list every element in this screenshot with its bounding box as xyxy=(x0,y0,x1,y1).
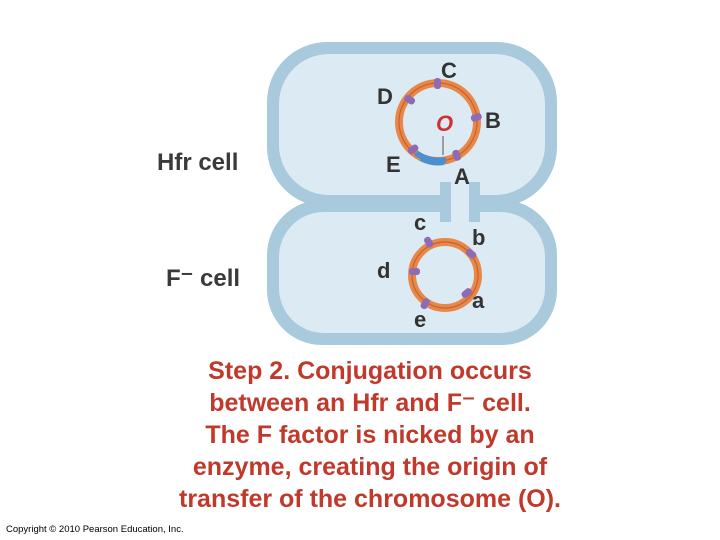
origin-label: O xyxy=(436,111,453,136)
gene-label-E: E xyxy=(386,152,401,177)
hfr-cell xyxy=(267,42,557,207)
gene-label-B: B xyxy=(485,108,501,133)
gene-marker-a xyxy=(452,149,461,161)
origin-nick xyxy=(414,150,447,164)
conjugation-bridge xyxy=(440,180,480,224)
step-caption: Step 2. Conjugation occurs between an Hf… xyxy=(80,355,660,515)
caption-line-3: The F factor is nicked by an xyxy=(205,421,535,449)
gene-marker-e-lower xyxy=(420,298,430,310)
caption-line-4: enzyme, creating the origin of xyxy=(192,453,548,481)
gene-label-D: D xyxy=(377,84,393,109)
hfr-cell-label: Hfr cell xyxy=(157,149,239,176)
f-minus-cell-label: F⁻ cell xyxy=(166,265,241,292)
gene-marker-a-lower xyxy=(461,288,472,299)
gene-label-C: C xyxy=(441,58,457,83)
caption-line-1: Step 2. Conjugation occurs xyxy=(208,357,532,385)
hfr-cell-cytoplasm xyxy=(279,54,545,195)
gene-marker-b-lower xyxy=(465,248,477,259)
gene-marker-c-lower xyxy=(424,236,434,248)
gene-marker-e xyxy=(407,144,419,155)
gene-label-c: c xyxy=(414,210,426,235)
caption-line-2: between an Hfr and F⁻ cell. xyxy=(209,389,531,417)
gene-label-e: e xyxy=(414,307,426,332)
f-minus-chromosome: c b d a e xyxy=(377,210,485,332)
gene-marker-c xyxy=(434,78,441,89)
gene-label-d: d xyxy=(377,258,390,283)
caption-line-5: transfer of the chromosome (O). xyxy=(179,485,561,513)
gene-label-a: a xyxy=(472,288,485,313)
gene-marker-b xyxy=(470,113,482,122)
gene-label-A: A xyxy=(454,164,470,189)
gene-marker-d-lower xyxy=(409,268,420,275)
gene-label-b: b xyxy=(472,225,485,250)
hfr-chromosome: C D B E A O xyxy=(377,58,501,189)
copyright-notice: Copyright © 2010 Pearson Education, Inc. xyxy=(6,524,184,535)
gene-marker-d xyxy=(404,95,416,105)
